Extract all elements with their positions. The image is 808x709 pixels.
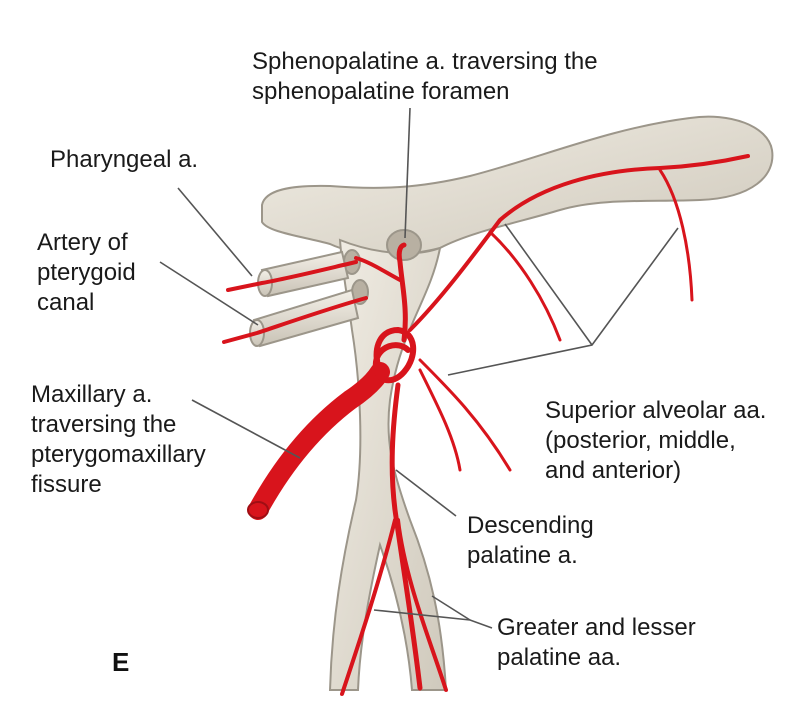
label-descending-line1: Descending xyxy=(467,511,594,540)
label-maxillary-line2: traversing the xyxy=(31,410,176,439)
label-superior-alveolar-line1: Superior alveolar aa. xyxy=(545,396,766,425)
panel-letter: E xyxy=(112,647,129,678)
label-sphenopalatine-line2: sphenopalatine foramen xyxy=(252,77,510,106)
superior-alveolar-branch xyxy=(420,360,510,470)
label-superior-alveolar-line3: and anterior) xyxy=(545,456,681,485)
leader-maxillary xyxy=(192,400,300,458)
leader-pharyngeal xyxy=(178,188,252,276)
horizontal-bone-arm xyxy=(262,117,772,255)
leader-superior-alveolar-2 xyxy=(505,224,592,345)
label-descending-line2: palatine a. xyxy=(467,541,578,570)
leader-pterygoid xyxy=(160,262,258,325)
label-maxillary-line4: fissure xyxy=(31,470,102,499)
superior-alveolar-branch xyxy=(420,370,460,470)
maxillary-artery-end xyxy=(248,502,268,518)
label-pterygoid-line1: Artery of xyxy=(37,228,128,257)
leader-superior-alveolar xyxy=(448,228,678,375)
label-greater-lesser-line2: palatine aa. xyxy=(497,643,621,672)
label-pterygoid-line2: pterygoid xyxy=(37,258,136,287)
label-sphenopalatine-line1: Sphenopalatine a. traversing the xyxy=(252,47,598,76)
label-greater-lesser-line1: Greater and lesser xyxy=(497,613,696,642)
label-maxillary-line1: Maxillary a. xyxy=(31,380,152,409)
label-superior-alveolar-line2: (posterior, middle, xyxy=(545,426,736,455)
label-pterygoid-line3: canal xyxy=(37,288,94,317)
label-pharyngeal: Pharyngeal a. xyxy=(50,145,198,174)
label-maxillary-line3: pterygomaxillary xyxy=(31,440,206,469)
